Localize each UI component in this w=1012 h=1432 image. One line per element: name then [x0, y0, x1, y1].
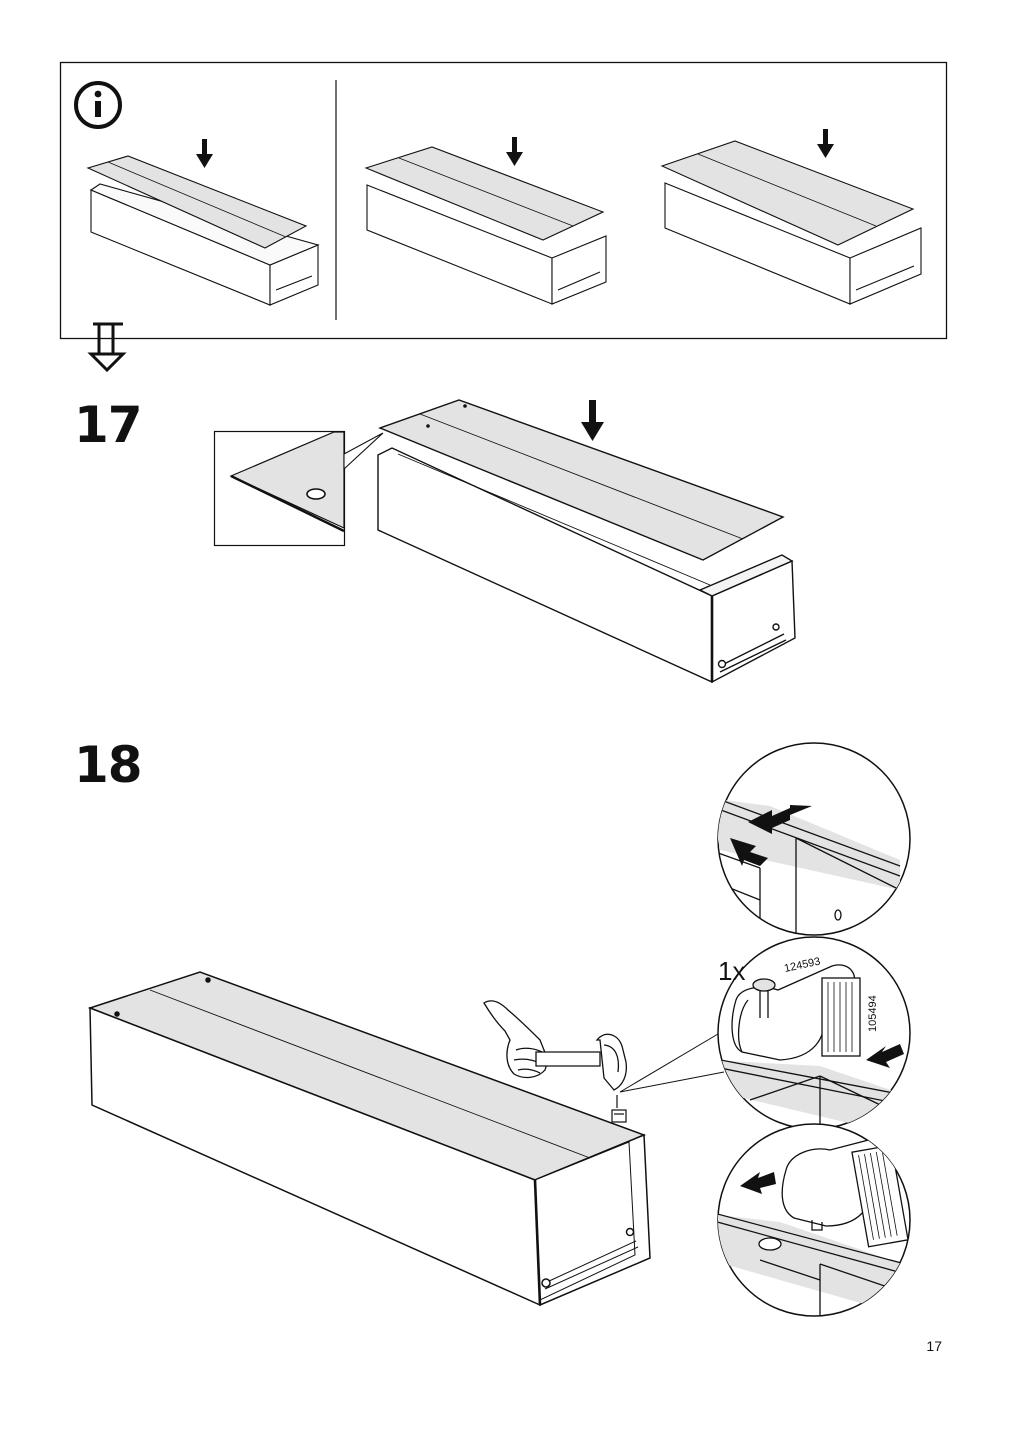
cabinet-illustration-info-3: [660, 140, 922, 305]
press-arrow-icon: [730, 805, 812, 866]
quantity-label: 1x: [718, 956, 745, 986]
info-icon: [74, 81, 122, 129]
callout-line: [619, 1033, 719, 1093]
down-arrow-icon: [196, 139, 213, 168]
step-number-18: 18: [74, 736, 143, 794]
top-panel-17: [378, 399, 785, 561]
down-arrow-icon: [817, 129, 834, 158]
hammer-icon: [535, 1033, 628, 1091]
cabinet-illustration-info-2: [364, 146, 607, 305]
detail-inset-17: [213, 430, 384, 547]
nail-fitting: [611, 1095, 627, 1123]
callout-line: [619, 1071, 725, 1093]
flow-arrow-icon: [86, 318, 128, 373]
panel-info-2: [364, 146, 605, 241]
panel-info-3: [660, 140, 915, 246]
info-box: [59, 61, 948, 373]
press-arrow-icon: [866, 1044, 904, 1068]
page-number: 17: [926, 1338, 942, 1354]
info-box-frame: [59, 61, 948, 340]
cabinet-assembled-18: [87, 971, 651, 1307]
detail-circle-fitting-tool: 1x 124593 105494: [717, 936, 911, 1130]
down-arrow-icon: [581, 400, 604, 441]
down-arrow-icon: [506, 137, 523, 166]
press-arrow-icon: [740, 1172, 776, 1194]
hand-icon: [483, 1000, 549, 1079]
detail-circle-fitting-placement: [717, 1123, 911, 1317]
part-number-tool: 105494: [867, 995, 879, 1032]
detail-circle-edge-alignment: [717, 742, 911, 936]
cabinet-illustration-info-1: [86, 155, 320, 306]
step-17-illustration: [213, 399, 796, 684]
panel-info-1: [86, 155, 308, 249]
step-number-17: 17: [74, 396, 143, 454]
cabinet-body-17: [377, 447, 796, 684]
